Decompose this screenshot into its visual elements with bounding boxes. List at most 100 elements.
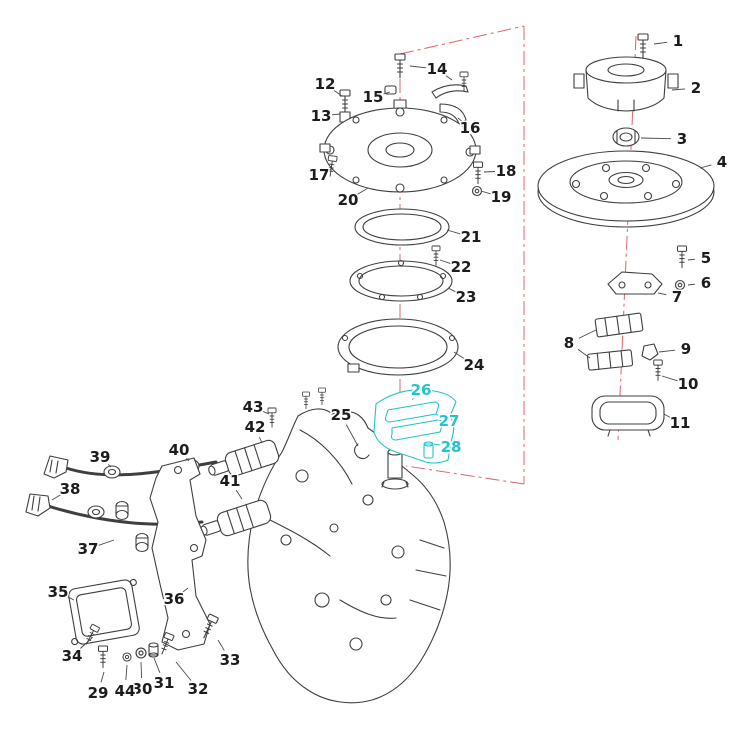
part-label-36: 36 [164, 590, 185, 608]
leader-line-41 [235, 489, 243, 500]
washer-part-30 [135, 647, 147, 659]
leader-line-44 [125, 664, 128, 681]
leader-line-23 [447, 287, 457, 293]
clip-part-9 [641, 343, 659, 361]
part-label-34: 34 [62, 647, 83, 665]
part-label-3: 3 [677, 130, 687, 148]
friction-ring-part-21 [354, 208, 450, 246]
leader-line-14 [445, 75, 453, 81]
part-label-6: 6 [701, 274, 711, 292]
leader-line-13 [331, 113, 341, 116]
leader-line-40 [186, 457, 190, 462]
leader-line-1 [653, 41, 668, 45]
bolt-part-29 [98, 645, 108, 669]
part-label-38: 38 [60, 480, 81, 498]
flywheel-nut-part-3 [612, 127, 640, 147]
leader-line-10 [661, 375, 678, 382]
part-label-35: 35 [48, 583, 69, 601]
spark-plug-wire-upper [43, 455, 218, 479]
leader-line-3 [640, 137, 672, 140]
part-label-30: 30 [132, 680, 153, 698]
leader-line-38 [51, 494, 61, 501]
coil-bolt-part-43 [267, 407, 277, 428]
part-label-40: 40 [169, 441, 190, 459]
part-label-23: 23 [456, 288, 477, 306]
part-label-9: 9 [681, 340, 691, 358]
part-label-7: 7 [672, 288, 682, 306]
leader-line-14 [409, 65, 427, 69]
part-label-25: 25 [331, 406, 352, 424]
rubber-base-part-11 [591, 395, 665, 437]
centerline-flywheel-axis [617, 35, 637, 441]
charge-coil-cores-part-8 [586, 312, 644, 371]
part-label-11: 11 [670, 414, 691, 432]
leader-line-17 [328, 167, 334, 171]
stator-plate-part-20 [319, 99, 481, 193]
leader-line-29 [100, 671, 105, 683]
part-label-43: 43 [243, 398, 264, 416]
part-label-42: 42 [245, 418, 266, 436]
leader-line-26 [411, 397, 414, 401]
leader-line-42 [258, 436, 263, 444]
part-label-41: 41 [220, 472, 241, 490]
centerline-top-diagonal [399, 25, 525, 55]
leader-line-16 [457, 117, 462, 122]
leader-line-9 [658, 349, 676, 353]
part-label-4: 4 [717, 153, 727, 171]
retainer-ring-part-23 [349, 259, 453, 302]
part-label-20: 20 [338, 191, 359, 209]
leader-line-2 [671, 88, 686, 91]
part-label-5: 5 [701, 249, 711, 267]
part-label-39: 39 [90, 448, 111, 466]
ignition-coil-part-42 [208, 439, 280, 477]
part-label-31: 31 [154, 674, 175, 692]
bolt-part-10 [653, 359, 663, 381]
leader-line-33 [217, 639, 225, 651]
part-label-26: 26 [411, 381, 432, 399]
leader-line-15 [383, 91, 391, 95]
mounting-bracket-part-36 [149, 457, 211, 651]
part-label-21: 21 [461, 228, 482, 246]
flywheel-bolt-part-1 [637, 33, 649, 59]
part-label-37: 37 [78, 540, 99, 558]
part-label-19: 19 [491, 188, 512, 206]
bolt-part-22 [431, 245, 441, 266]
leader-line-19 [480, 190, 491, 195]
leader-line-43 [262, 410, 270, 415]
leader-line-20 [357, 187, 369, 195]
part-label-14: 14 [427, 60, 448, 78]
strap-part-14 [431, 71, 469, 99]
cdi-unit-part-35 [68, 578, 140, 646]
flywheel-part-4 [537, 150, 715, 228]
part-label-32: 32 [188, 680, 209, 698]
gasket-ring-part-24 [337, 318, 459, 376]
coil-bracket-part-7 [607, 271, 663, 295]
leader-line-27 [435, 413, 440, 417]
washer-part-44 [122, 652, 132, 662]
ignition-coil-part-41 [200, 499, 272, 537]
leader-line-25 [345, 424, 359, 447]
part-label-18: 18 [496, 162, 517, 180]
part-label-16: 16 [460, 119, 481, 137]
wire-grommet-part-39 [103, 465, 121, 479]
leader-line-35 [67, 596, 75, 601]
stator-top-bolt [394, 53, 406, 79]
part-label-27: 27 [439, 412, 460, 430]
clip-part-25 [353, 443, 370, 460]
leader-line-28 [433, 443, 441, 446]
leader-line-7 [657, 292, 667, 296]
leader-line-22 [439, 259, 451, 264]
spacer-part-31 [148, 642, 159, 658]
leader-line-21 [446, 229, 461, 235]
bolt-part-18 [473, 161, 483, 185]
part-label-10: 10 [678, 375, 699, 393]
bolt-part-12-13 [339, 89, 351, 115]
leader-line-24 [453, 351, 466, 360]
part-label-29: 29 [88, 684, 109, 702]
leader-line-8 [578, 329, 597, 339]
part-label-12: 12 [315, 75, 336, 93]
part-label-28: 28 [441, 438, 462, 456]
leader-line-4 [699, 164, 712, 169]
leader-lines-layer [51, 41, 712, 683]
